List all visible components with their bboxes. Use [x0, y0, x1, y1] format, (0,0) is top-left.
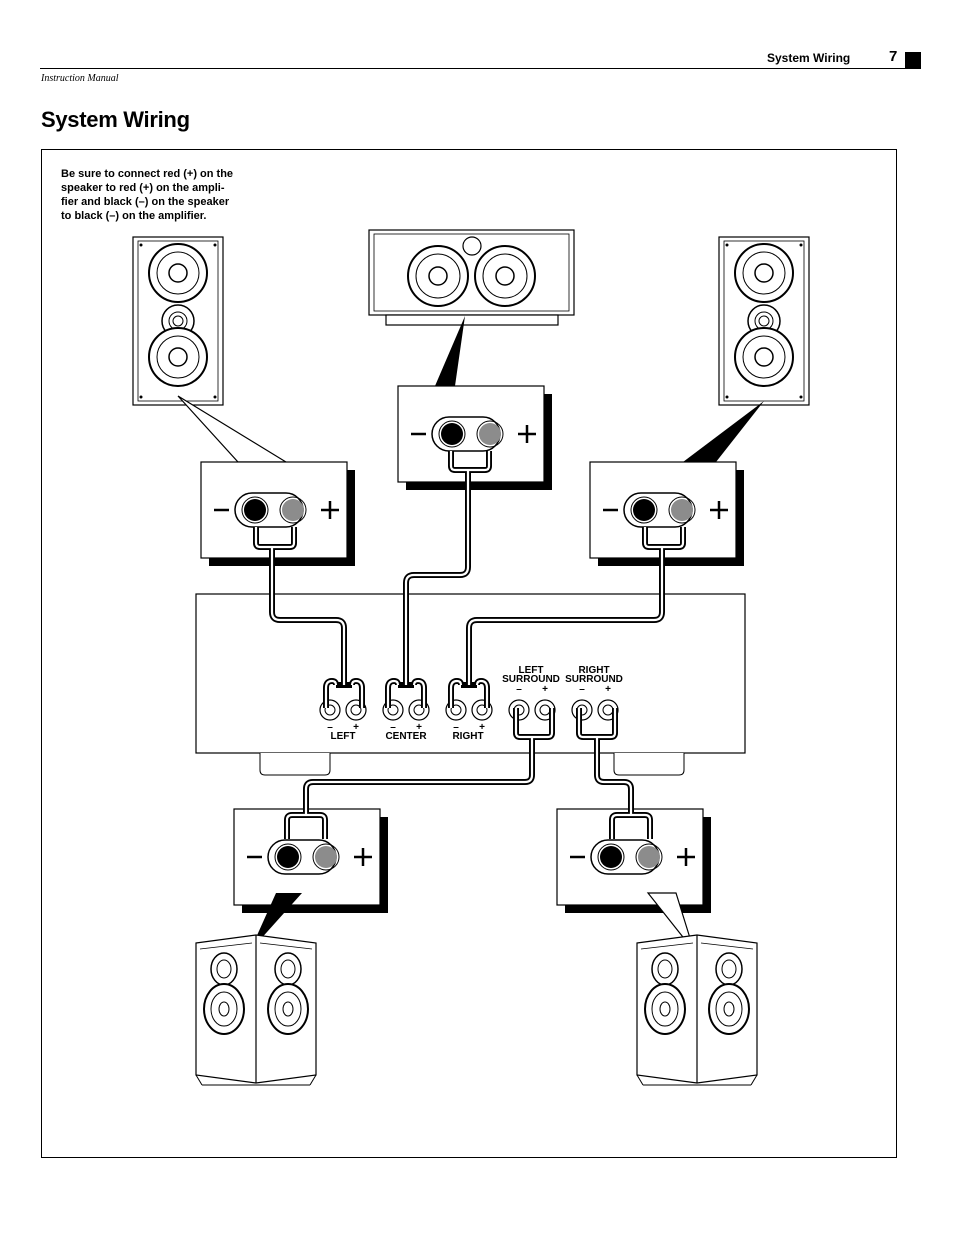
diagram-frame	[41, 149, 897, 1158]
amp-label-right: RIGHT	[452, 731, 483, 742]
surround-right-speaker	[636, 934, 758, 1086]
header-section-title: System Wiring	[767, 51, 851, 65]
amp-label-left-surround-line1: LEFT	[519, 665, 544, 676]
surround-left-speaker	[195, 934, 317, 1086]
terminal-panel-surround-left	[232, 807, 390, 915]
header-block	[905, 52, 921, 68]
manual-label: Instruction Manual	[41, 73, 119, 84]
amp-left-minus: –	[327, 722, 333, 733]
amp-label-center: CENTER	[385, 731, 427, 742]
amp-right-surround-plus: +	[605, 684, 611, 695]
pointer-center	[435, 316, 465, 386]
terminal-panel-center	[396, 384, 554, 492]
amp-center-plus: +	[416, 722, 422, 733]
amp-left-surround-plus: +	[542, 684, 548, 695]
pointer-front-left	[177, 395, 289, 463]
terminal-panel-surround-right	[555, 807, 713, 915]
amp-right-plus: +	[479, 722, 485, 733]
amp-right-surround-minus: –	[579, 684, 585, 695]
amp-terminal-labels: – + – + – + – + – + LEFT CENTER RIGHT LE…	[327, 665, 623, 742]
wiring-note: Be sure to connect red (+) on the speake…	[61, 168, 234, 222]
page-number: 7	[889, 48, 898, 65]
page-title: System Wiring	[41, 107, 190, 132]
amp-label-left: LEFT	[331, 731, 356, 742]
amp-label-right-surround-line1: RIGHT	[578, 665, 609, 676]
terminal-panel-front-left	[199, 460, 357, 568]
amp-right-minus: –	[453, 722, 459, 733]
terminal-panel-front-right	[588, 460, 746, 568]
header-rule	[40, 68, 921, 69]
amp-center-minus: –	[390, 722, 396, 733]
speaker-wires	[253, 451, 686, 839]
pointer-front-right	[683, 401, 764, 462]
front-right-speaker	[718, 236, 810, 406]
amp-label-left-surround-line2: SURROUND	[502, 674, 560, 685]
amp-label-right-surround-line2: SURROUND	[565, 674, 623, 685]
center-speaker	[368, 229, 575, 326]
front-left-speaker	[132, 236, 224, 406]
amp-left-surround-minus: –	[516, 684, 522, 695]
amp-left-plus: +	[353, 722, 359, 733]
